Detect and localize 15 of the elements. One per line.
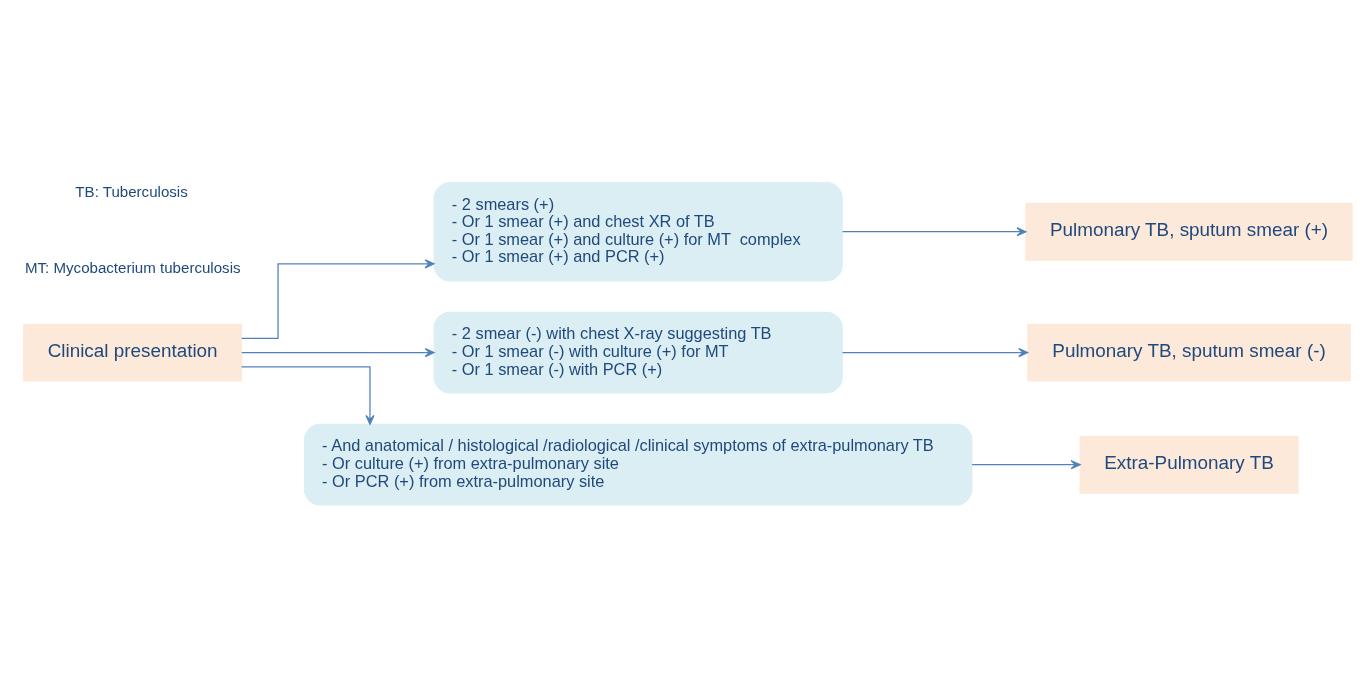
- node-box: - And anatomical / histological /radiological /clinical symptoms of extra-pulmonary TB - Or culture (+) from extra-pulmonary site - Or PCR (+) from extra-pulmonary site: [303, 423, 973, 506]
- label: MT: Mycobacterium tuberculosis: [24, 259, 241, 277]
- node-box: - 2 smear (-) with chest X-ray suggesting TB - Or 1 smear (-) with culture (+) for MT - Or 1 smear (-) with PCR (+): [433, 311, 843, 394]
- node-box: Pulmonary TB, sputum smear (+): [1025, 202, 1353, 261]
- node-box: Pulmonary TB, sputum smear (-): [1027, 323, 1351, 382]
- label: TB: Tuberculosis: [75, 182, 188, 200]
- arrow: [841, 227, 1027, 237]
- arrow: [241, 348, 435, 358]
- arrow: [841, 348, 1029, 358]
- node-box: Clinical presentation: [23, 323, 243, 382]
- arrow: [240, 366, 375, 425]
- arrow: [241, 259, 435, 340]
- arrow: [971, 460, 1081, 470]
- node-box: - 2 smears (+) - Or 1 smear (+) and chest XR of TB - Or 1 smear (+) and culture (+) for MT complex - Or 1 smear (+) and PCR (+): [433, 182, 843, 282]
- node-box: Extra-Pulmonary TB: [1079, 435, 1299, 494]
